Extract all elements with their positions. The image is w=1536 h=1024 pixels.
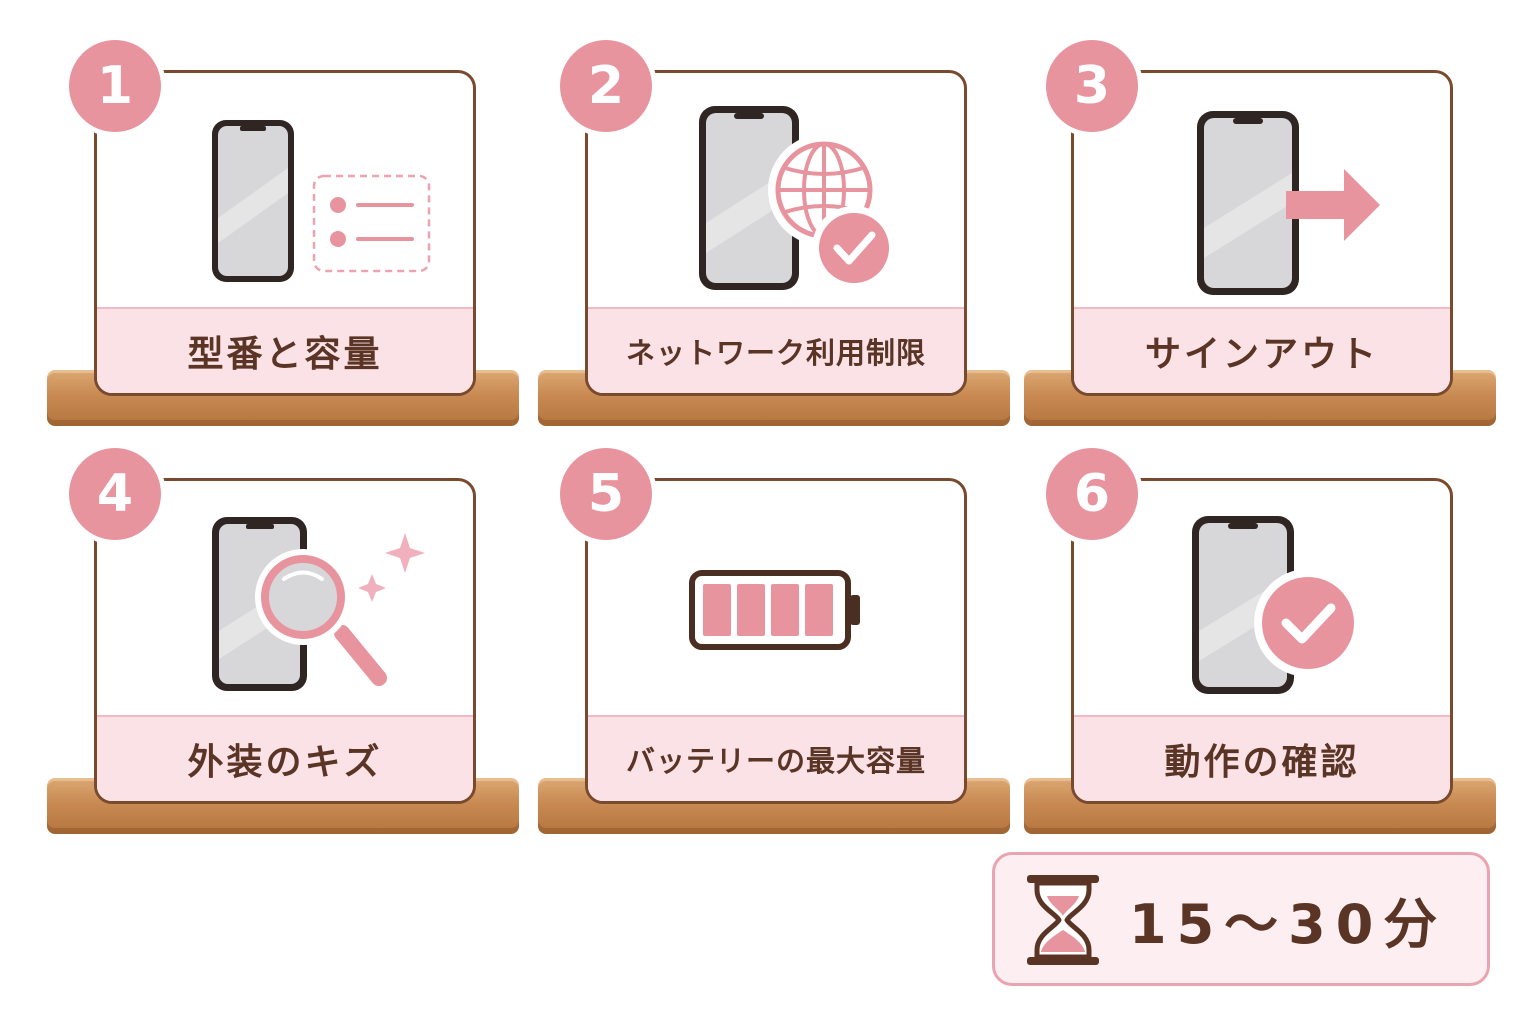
hourglass-icon (1027, 875, 1099, 965)
step-label: バッテリーの最大容量 (588, 715, 964, 801)
step-card: 動作の確認 (1071, 478, 1453, 804)
step-3: サインアウト 3 (1024, 40, 1504, 450)
step-label: ネットワーク利用制限 (588, 307, 964, 393)
step-label: サインアウト (1074, 307, 1450, 393)
phone-inspect-icon (212, 517, 425, 691)
step-label: 動作の確認 (1074, 715, 1450, 801)
step-1: 型番と容量 1 (47, 40, 527, 450)
step-card: 外装のキズ (94, 478, 476, 804)
step-2: ネットワーク利用制限 2 (538, 40, 1018, 450)
step-4: 外装のキズ 4 (47, 448, 527, 858)
step-number-badge: 3 (1046, 40, 1138, 132)
step-6: 動作の確認 6 (1024, 448, 1504, 858)
step-label: 外装のキズ (97, 715, 473, 801)
step-number-badge: 6 (1046, 448, 1138, 540)
duration-box: 15〜30分 (992, 852, 1490, 986)
step-label: 型番と容量 (97, 307, 473, 393)
phone-spec-list-icon (212, 120, 431, 282)
step-number-badge: 1 (69, 40, 161, 132)
phone-sign-out-icon (1197, 111, 1380, 295)
step-number-badge: 2 (560, 40, 652, 132)
phone-check-icon (1192, 516, 1362, 694)
step-card: ネットワーク利用制限 (585, 70, 967, 396)
step-number-badge: 4 (69, 448, 161, 540)
duration-text: 15〜30分 (1129, 892, 1448, 956)
step-card: 型番と容量 (94, 70, 476, 396)
step-card: バッテリーの最大容量 (585, 478, 967, 804)
battery-full-icon (689, 570, 860, 650)
step-5: バッテリーの最大容量 5 (538, 448, 1018, 858)
step-card: サインアウト (1071, 70, 1453, 396)
step-number-badge: 5 (560, 448, 652, 540)
phone-network-check-icon (699, 106, 896, 290)
